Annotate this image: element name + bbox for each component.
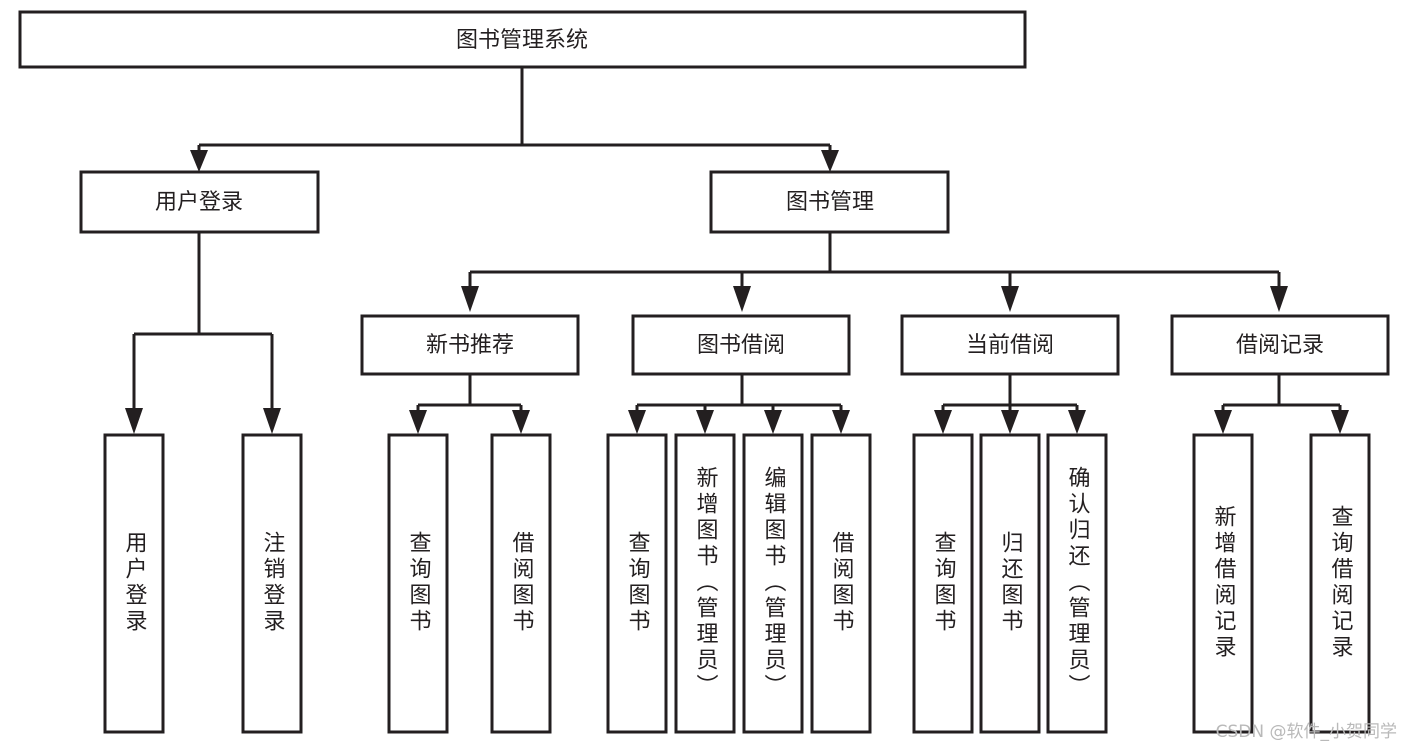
leaf-nb-borrow-book-box (490, 433, 552, 734)
arrow-leaf-user-login (125, 408, 143, 434)
leaf-node-br-query-record[interactable]: 查询借阅记录 (1309, 433, 1371, 734)
leaf-nb-query-book-box (387, 433, 449, 734)
leaf-node-bb-borrow-book[interactable]: 借阅图书 (810, 433, 872, 734)
connectors-new-book-children (409, 375, 530, 434)
leaf-node-bb-edit-book[interactable]: 编辑图书（管理员） (742, 433, 804, 734)
arrow-current-borrow (1001, 286, 1019, 312)
connectors-book-borrow-children (628, 375, 850, 434)
leaf-bb-borrow-book-label: 借阅图书 (829, 531, 855, 635)
leaf-cb-confirm-return-box (1046, 433, 1108, 734)
node-current-borrow-label: 当前借阅 (966, 333, 1054, 358)
leaf-cb-return-book-box (979, 433, 1041, 734)
leaf-br-query-record-box (1309, 433, 1371, 734)
leaf-bb-add-book-label: 新增图书（管理员） (693, 466, 719, 700)
leaf-cb-query-book-label: 查询图书 (931, 531, 957, 635)
node-new-book-recommend-box (360, 314, 580, 376)
node-current-borrow-box (900, 314, 1120, 376)
arrow-book-manage (821, 150, 839, 172)
node-borrow-record-label: 借阅记录 (1236, 333, 1324, 358)
leaf-cb-query-book-box (912, 433, 974, 734)
leaf-br-query-record-label: 查询借阅记录 (1328, 505, 1354, 661)
node-borrow-record-box (1170, 314, 1390, 376)
node-book-borrow-box (631, 314, 851, 376)
arrow-bb-add-book (696, 410, 714, 434)
arrow-leaf-logout (263, 408, 281, 434)
leaf-cb-confirm-return-label: 确认归还（管理员） (1065, 466, 1091, 700)
leaf-logout-label: 注销登录 (260, 531, 286, 635)
leaf-bb-borrow-book-box (810, 433, 872, 734)
node-root-label: 图书管理系统 (456, 28, 588, 53)
arrow-cb-query-book (934, 410, 952, 434)
arrow-bb-borrow-book (832, 410, 850, 434)
node-borrow-record[interactable]: 借阅记录 (1170, 314, 1390, 376)
node-new-book-recommend-label: 新书推荐 (426, 333, 514, 358)
node-root-box (18, 10, 1027, 69)
leaf-bb-edit-book-box (742, 433, 804, 734)
leaf-node-logout[interactable]: 注销登录 (241, 433, 303, 734)
arrow-bb-query-book (628, 410, 646, 434)
node-new-book-recommend[interactable]: 新书推荐 (360, 314, 580, 376)
connectors-user-login-children (125, 232, 281, 434)
arrow-user-login (190, 150, 208, 172)
leaf-node-bb-add-book[interactable]: 新增图书（管理员） (674, 433, 736, 734)
arrow-nb-query-book (409, 410, 427, 434)
arrow-bb-edit-book (764, 410, 782, 434)
node-current-borrow[interactable]: 当前借阅 (900, 314, 1120, 376)
arrow-cb-return-book (1001, 410, 1019, 434)
connectors-root-to-level2 (190, 67, 839, 172)
node-root-book-management-system[interactable]: 图书管理系统 (18, 10, 1027, 69)
leaf-user-login-label: 用户登录 (122, 531, 148, 635)
node-book-management[interactable]: 图书管理 (709, 170, 950, 234)
leaf-node-user-login[interactable]: 用户登录 (103, 433, 165, 734)
leaf-user-login-box (103, 433, 165, 734)
arrow-book-borrow (733, 286, 751, 312)
arrow-new-book (461, 286, 479, 312)
arrow-borrow-record (1270, 286, 1288, 312)
leaf-bb-edit-book-label: 编辑图书（管理员） (761, 466, 787, 700)
node-book-borrow[interactable]: 图书借阅 (631, 314, 851, 376)
connectors-borrow-record-children (1214, 375, 1349, 434)
leaf-node-bb-query-book[interactable]: 查询图书 (606, 433, 668, 734)
leaf-bb-query-book-label: 查询图书 (625, 531, 651, 635)
connectors-book-manage-children (461, 232, 1288, 312)
node-book-borrow-label: 图书借阅 (697, 333, 785, 358)
arrow-cb-confirm-return (1068, 410, 1086, 434)
leaf-node-nb-borrow-book[interactable]: 借阅图书 (490, 433, 552, 734)
leaf-node-br-add-record[interactable]: 新增借阅记录 (1192, 433, 1254, 734)
leaf-cb-return-book-label: 归还图书 (998, 531, 1024, 635)
node-user-login[interactable]: 用户登录 (79, 170, 320, 234)
leaf-br-add-record-label: 新增借阅记录 (1211, 505, 1237, 661)
node-book-management-label: 图书管理 (786, 190, 874, 215)
leaf-bb-add-book-box (674, 433, 736, 734)
leaf-node-cb-query-book[interactable]: 查询图书 (912, 433, 974, 734)
leaf-nb-borrow-book-label: 借阅图书 (509, 531, 535, 635)
leaf-node-cb-return-book[interactable]: 归还图书 (979, 433, 1041, 734)
leaf-node-cb-confirm-return[interactable]: 确认归还（管理员） (1046, 433, 1108, 734)
leaf-nb-query-book-label: 查询图书 (406, 531, 432, 635)
arrow-br-add-record (1214, 410, 1232, 434)
arrow-br-query-record (1331, 410, 1349, 434)
node-user-login-label: 用户登录 (155, 190, 243, 215)
arrow-nb-borrow-book (512, 410, 530, 434)
node-user-login-box (79, 170, 320, 234)
leaf-logout-box (241, 433, 303, 734)
node-book-management-box (709, 170, 950, 234)
leaf-br-add-record-box (1192, 433, 1254, 734)
leaf-bb-query-book-box (606, 433, 668, 734)
connectors-current-borrow-children (934, 375, 1086, 434)
leaf-node-nb-query-book[interactable]: 查询图书 (387, 433, 449, 734)
